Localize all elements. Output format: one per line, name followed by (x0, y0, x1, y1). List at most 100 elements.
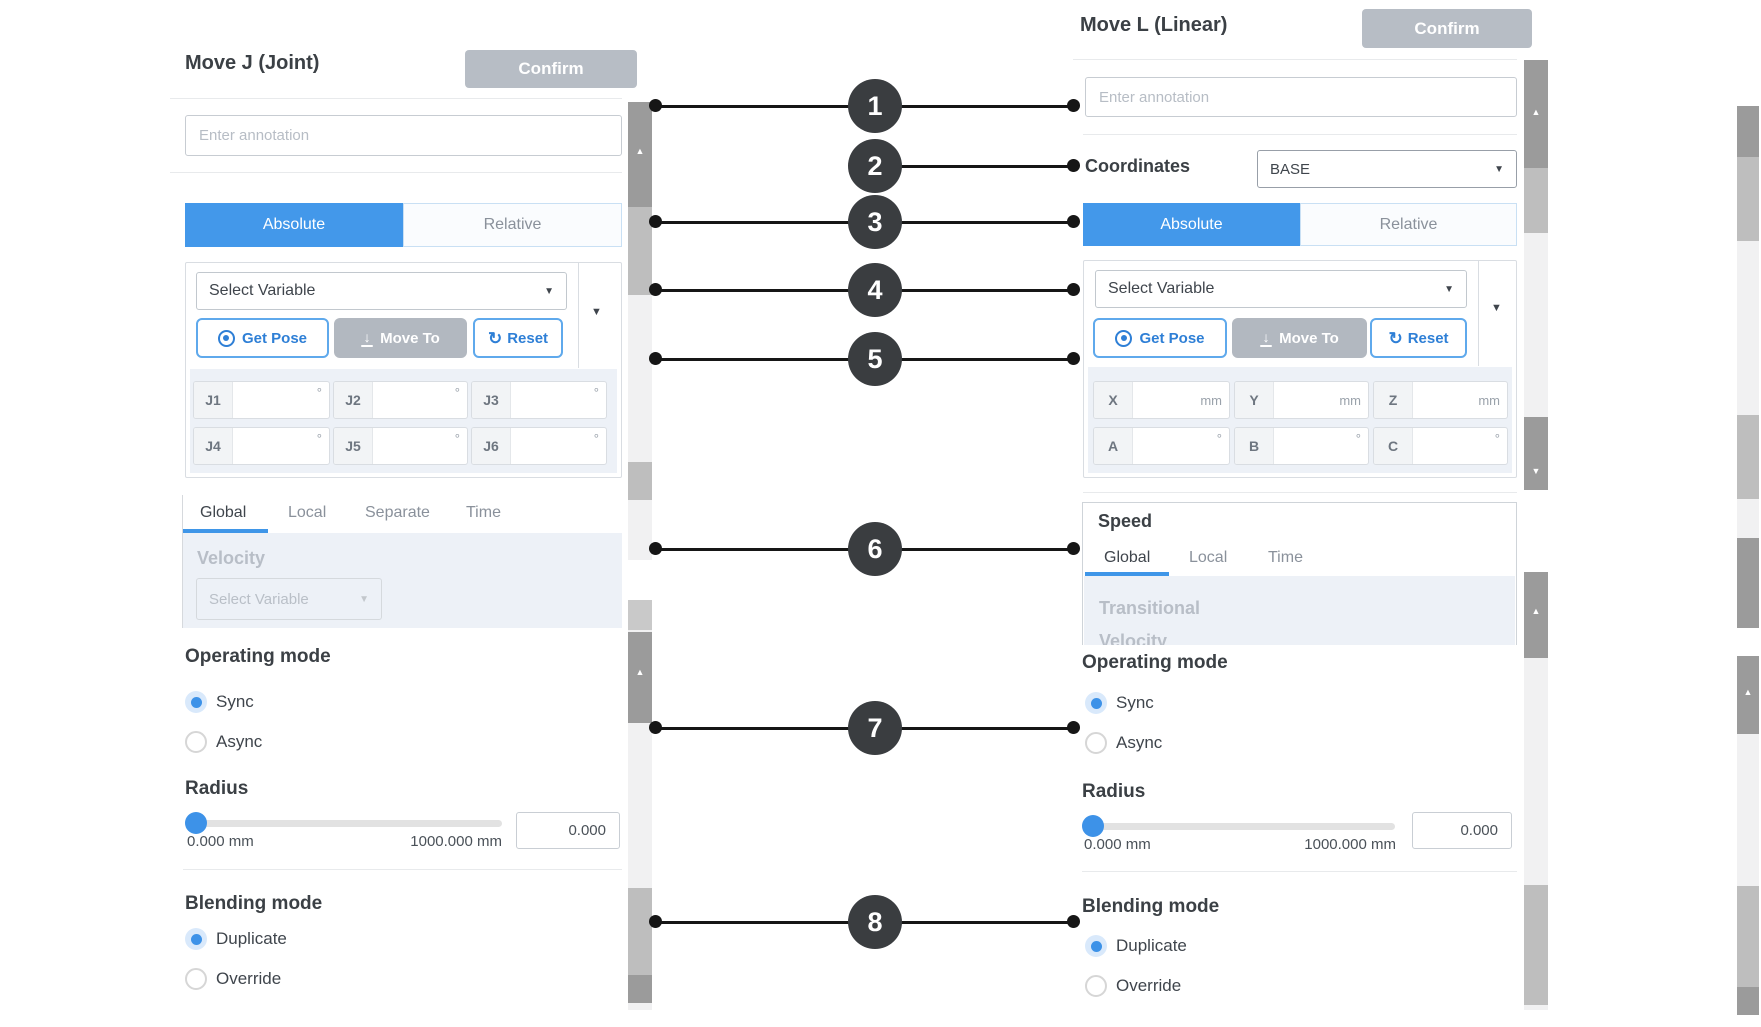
left-tab-absolute[interactable]: Absolute (185, 203, 403, 247)
right-radio-async-label: Async (1116, 733, 1163, 752)
left-reset-button[interactable]: ↻ Reset (473, 318, 563, 358)
move-to-icon: ↓ (361, 330, 374, 347)
left-radio-async[interactable] (185, 731, 207, 753)
joint-field-j1[interactable]: J1° (193, 381, 330, 419)
left-speedtab-time[interactable]: Time (466, 504, 501, 521)
right-move-to-button[interactable]: ↓ Move To (1232, 318, 1367, 358)
left-radio-duplicate[interactable] (185, 928, 207, 950)
callout-1: 1 (848, 79, 902, 133)
velocity-clipped-label: Velocity (1099, 631, 1168, 645)
edge-scrollbar-segment[interactable] (1737, 538, 1759, 628)
right-annotation-input[interactable] (1085, 77, 1517, 117)
left-scrollbar-thumb[interactable]: ▲ (628, 632, 652, 723)
pose-field-a[interactable]: A° (1093, 427, 1230, 465)
left-annotation-input[interactable] (185, 115, 622, 156)
joint-field-j2[interactable]: J2° (333, 381, 468, 419)
left-radius-slider-handle[interactable] (185, 812, 207, 834)
right-radius-slider-track[interactable] (1082, 823, 1395, 830)
left-get-pose-button[interactable]: Get Pose (196, 318, 329, 358)
left-operating-mode-heading: Operating mode (185, 646, 331, 667)
left-radius-slider-track[interactable] (185, 820, 502, 827)
callout-dot-left-8 (649, 915, 662, 928)
edge-scrollbar-segment[interactable] (1737, 987, 1759, 1015)
left-velocity-select[interactable]: Select Variable ▼ (196, 578, 382, 620)
left-scrollbar-segment[interactable] (628, 600, 652, 630)
variable-expand-arrow-icon[interactable]: ▼ (1491, 302, 1502, 314)
left-speedtab-global[interactable]: Global (200, 504, 247, 521)
left-select-variable-dropdown[interactable]: Select Variable ▼ (196, 272, 567, 310)
left-scrollbar-segment[interactable] (628, 462, 652, 500)
joint-field-j4[interactable]: J4° (193, 427, 330, 465)
joint-field-j3[interactable]: J3° (471, 381, 607, 419)
left-scrollbar-segment[interactable] (628, 888, 652, 975)
right-speedtab-local[interactable]: Local (1189, 549, 1228, 566)
right-scrollbar-segment[interactable] (1524, 168, 1548, 233)
divider (1082, 871, 1517, 872)
right-get-pose-button[interactable]: Get Pose (1093, 318, 1227, 358)
right-confirm-button[interactable]: Confirm (1362, 9, 1532, 48)
scroll-up-icon: ▲ (635, 667, 645, 677)
right-radio-sync[interactable] (1085, 692, 1107, 714)
right-select-variable-value: Select Variable (1108, 280, 1215, 297)
right-scrollbar-thumb[interactable]: ▼ (1524, 417, 1548, 490)
speed-box: Speed Global Local Time Transitional Vel… (1082, 502, 1517, 645)
callout-6: 6 (848, 522, 902, 576)
chevron-down-icon: ▼ (1444, 283, 1454, 295)
right-speedtab-time[interactable]: Time (1268, 549, 1303, 566)
get-pose-icon (1115, 329, 1133, 347)
right-radius-slider-handle[interactable] (1082, 815, 1104, 837)
callout-dot-left-6 (649, 542, 662, 555)
right-scrollbar-thumb[interactable]: ▲ (1524, 572, 1548, 658)
left-radius-min-label: 0.000 mm (187, 833, 254, 850)
right-radio-sync-label: Sync (1116, 693, 1154, 712)
divider (170, 172, 622, 173)
left-radio-sync[interactable] (185, 691, 207, 713)
left-scrollbar-thumb[interactable]: ▲ (628, 102, 652, 207)
callout-dot-right-1 (1067, 99, 1080, 112)
right-radio-async[interactable] (1085, 732, 1107, 754)
scroll-up-icon: ▲ (635, 146, 645, 156)
left-tab-relative[interactable]: Relative (403, 203, 622, 247)
scroll-down-icon: ▼ (1531, 466, 1541, 476)
left-radius-value-input[interactable]: 0.000 (516, 812, 620, 849)
edge-scrollbar-thumb[interactable]: ▲ (1737, 656, 1759, 734)
joint-field-j6[interactable]: J6° (471, 427, 607, 465)
chevron-down-icon: ▼ (359, 593, 369, 605)
left-confirm-button[interactable]: Confirm (465, 50, 637, 88)
right-radio-override[interactable] (1085, 975, 1107, 997)
left-scrollbar-segment[interactable] (628, 975, 652, 1003)
left-scrollbar-segment[interactable] (628, 207, 652, 295)
left-velocity-area (183, 533, 622, 628)
right-speedtab-global[interactable]: Global (1104, 549, 1151, 566)
variable-expand-arrow-icon[interactable]: ▼ (591, 306, 602, 318)
left-move-to-button[interactable]: ↓ Move To (334, 318, 467, 358)
left-speedtab-local[interactable]: Local (288, 504, 327, 521)
left-radio-override[interactable] (185, 968, 207, 990)
edge-scrollbar-segment[interactable] (1737, 415, 1759, 499)
left-velocity-label: Velocity (197, 548, 266, 568)
joint-field-j5[interactable]: J5° (333, 427, 468, 465)
edge-scrollbar-segment[interactable] (1737, 106, 1759, 157)
left-radio-sync-label: Sync (216, 692, 254, 711)
left-speedtab-separate[interactable]: Separate (365, 504, 430, 521)
right-scrollbar-segment[interactable] (1524, 885, 1548, 1005)
pose-field-b[interactable]: B° (1234, 427, 1369, 465)
right-tab-absolute[interactable]: Absolute (1083, 203, 1300, 246)
pose-field-c[interactable]: C° (1373, 427, 1508, 465)
right-radio-duplicate[interactable] (1085, 935, 1107, 957)
callout-dot-right-7 (1067, 721, 1080, 734)
right-scrollbar-thumb[interactable]: ▲ (1524, 60, 1548, 168)
edge-scrollbar-segment[interactable] (1737, 886, 1759, 987)
right-reset-button[interactable]: ↻ Reset (1370, 318, 1467, 358)
right-blending-mode-heading: Blending mode (1082, 896, 1220, 917)
right-tab-relative[interactable]: Relative (1300, 203, 1517, 246)
right-radius-min-label: 0.000 mm (1084, 836, 1151, 853)
callout-dot-right-3 (1067, 215, 1080, 228)
coordinates-dropdown[interactable]: BASE ▼ (1257, 150, 1517, 188)
right-radius-value-input[interactable]: 0.000 (1412, 812, 1512, 849)
right-select-variable-dropdown[interactable]: Select Variable ▼ (1095, 270, 1467, 308)
edge-scrollbar-segment[interactable] (1737, 157, 1759, 241)
